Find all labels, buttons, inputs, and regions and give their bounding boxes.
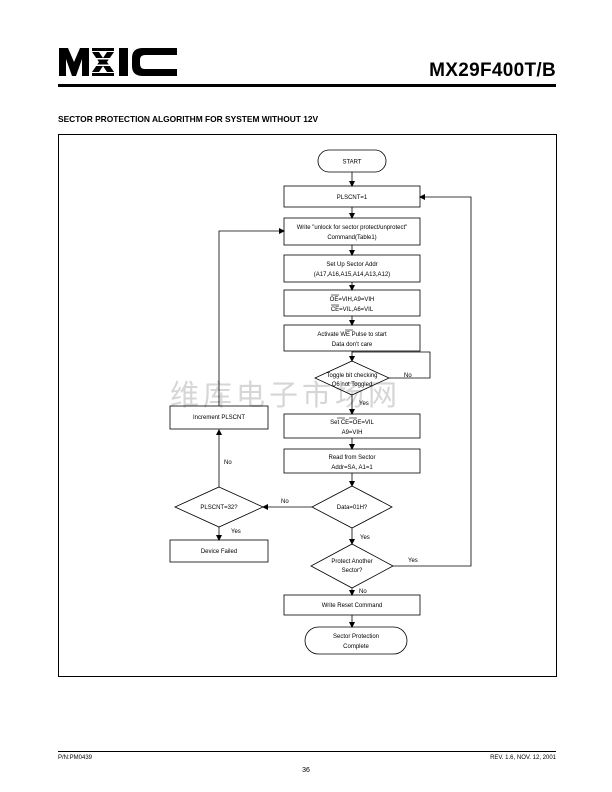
oe-ce-line1: OE=VIH,A9=VIH	[330, 297, 375, 303]
toggle-no-label: No	[404, 373, 412, 379]
page-number: 36	[302, 767, 310, 774]
increment-box: Increment PLSCNT	[169, 405, 269, 430]
write-unlock-line2: Command(Table1)	[327, 235, 376, 241]
write-reset-label: Write Reset Command	[322, 603, 383, 609]
read-sector-line1: Read from Sector	[328, 455, 375, 461]
activate-we-line1: Activate WE Pulse to start	[317, 332, 387, 338]
footer-rule	[58, 751, 556, 752]
plscnt-check-decision: PLSCNT=32?	[174, 486, 264, 528]
set-ce-oe-box: Set CE=OE=VIL A9=VIH	[283, 413, 421, 439]
toggle-bit-decision: Toggle bit checking Q6 not Toggled	[314, 360, 390, 396]
section-title: SECTOR PROTECTION ALGORITHM FOR SYSTEM W…	[58, 114, 319, 124]
mxic-logo-graphic	[59, 48, 177, 76]
protect-another-line2: Sector?	[342, 568, 363, 574]
data-no-label: No	[281, 499, 289, 505]
set-ce-oe-line2: A9=VIH	[342, 430, 363, 436]
mxic-logo	[59, 46, 177, 78]
write-unlock-line1: Write "unlock for sector protect/unprote…	[297, 225, 408, 231]
activate-we-line2: Data don't care	[332, 342, 373, 348]
set-ce-oe-line1: Set CE=OE=VIL	[330, 420, 374, 426]
plscnt-check-label: PLSCNT=32?	[200, 505, 238, 511]
protect-another-line1: Protect Another	[331, 559, 372, 565]
increment-label: Increment PLSCNT	[193, 415, 245, 421]
complete-line1: Sector Protection	[333, 634, 379, 640]
start-label: START	[342, 160, 361, 166]
start-terminal: START	[317, 149, 387, 173]
complete-terminal: Sector Protection Complete	[304, 626, 408, 655]
plscnt-init-label: PLSCNT=1	[337, 195, 368, 201]
toggle-yes-label: Yes	[359, 401, 369, 407]
read-sector-box: Read from Sector Addr=SA, A1=1	[283, 448, 421, 474]
data-check-decision: Data=01H?	[311, 485, 393, 529]
data-check-label: Data=01H?	[337, 505, 368, 511]
device-failed-box: Device Failed	[169, 539, 269, 563]
doc-number: P/N:PM0439	[58, 755, 93, 761]
flowchart-frame	[58, 134, 557, 677]
setup-sector-box: Set Up Sector Addr (A17,A16,A15,A14,A13,…	[283, 254, 421, 283]
oe-ce-box: OE=VIH,A9=VIH CE=VIL,A6=VIL	[283, 289, 421, 317]
activate-we-box: Activate WE Pulse to start Data don't ca…	[283, 324, 421, 352]
protect-yes-label: Yes	[408, 558, 418, 564]
setup-sector-line2: (A17,A16,A15,A14,A13,A12)	[314, 272, 390, 278]
toggle-bit-line1: Toggle bit checking	[326, 373, 377, 379]
plscnt-no-label: No	[224, 460, 232, 466]
setup-sector-line1: Set Up Sector Addr	[326, 262, 377, 268]
write-unlock-box: Write "unlock for sector protect/unprote…	[283, 217, 421, 246]
toggle-bit-line2: Q6 not Toggled	[332, 382, 373, 388]
part-number: MX29F400T/B	[429, 60, 556, 81]
read-sector-line2: Addr=SA, A1=1	[331, 465, 373, 471]
header-rule	[58, 84, 556, 87]
oe-ce-line2: CE=VIL,A6=VIL	[331, 307, 374, 313]
protect-no-label: No	[359, 589, 367, 595]
complete-line2: Complete	[343, 644, 369, 650]
data-yes-label: Yes	[360, 535, 370, 541]
write-reset-box: Write Reset Command	[283, 594, 421, 616]
revision-text: REV. 1.6, NOV. 12, 2001	[490, 755, 556, 761]
plscnt-yes-label: Yes	[231, 529, 241, 535]
plscnt-init-box: PLSCNT=1	[283, 185, 421, 208]
device-failed-label: Device Failed	[201, 549, 237, 555]
protect-another-decision: Protect Another Sector?	[310, 543, 394, 589]
